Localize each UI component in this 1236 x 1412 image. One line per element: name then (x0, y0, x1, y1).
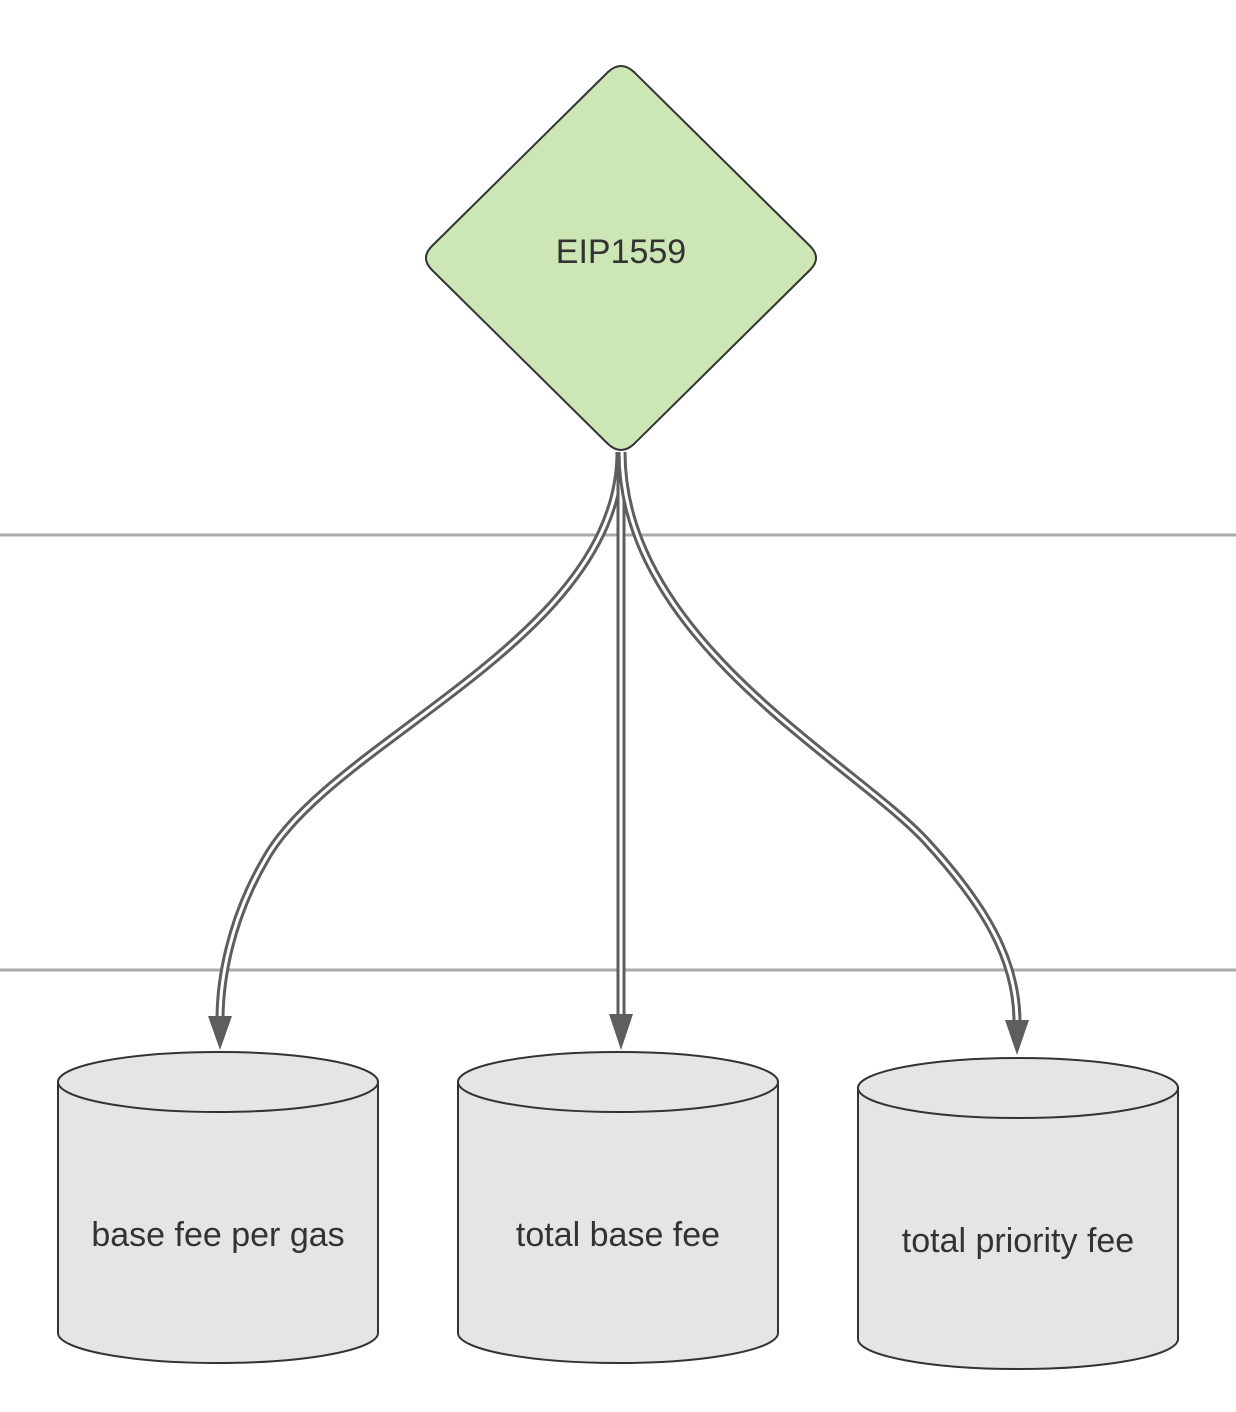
arrowhead-center (609, 1014, 633, 1050)
cylinder-top (457, 1051, 779, 1113)
edge-to-total-base-fee (609, 452, 633, 1050)
cylinder-top (857, 1057, 1179, 1119)
cylinder-body (57, 1081, 379, 1364)
arrowhead-right (1005, 1020, 1029, 1055)
arrowhead-left (208, 1016, 232, 1050)
cylinder-top (57, 1051, 379, 1113)
cylinder-body (457, 1081, 779, 1364)
node-label-total-base-fee: total base fee (516, 1216, 720, 1254)
edge-to-total-priority-fee (617, 451, 1029, 1055)
node-base-fee-per-gas: base fee per gas (57, 1051, 379, 1364)
node-label-base-fee-per-gas: base fee per gas (91, 1216, 344, 1254)
edge-to-base-fee-per-gas (208, 451, 625, 1050)
node-eip1559: EIP1559 (425, 65, 817, 451)
diamond-shape (425, 65, 817, 451)
cylinder-body (857, 1087, 1179, 1370)
node-label-eip1559: EIP1559 (556, 233, 686, 271)
node-total-priority-fee: total priority fee (857, 1057, 1179, 1370)
node-total-base-fee: total base fee (457, 1051, 779, 1364)
node-label-total-priority-fee: total priority fee (902, 1222, 1134, 1260)
